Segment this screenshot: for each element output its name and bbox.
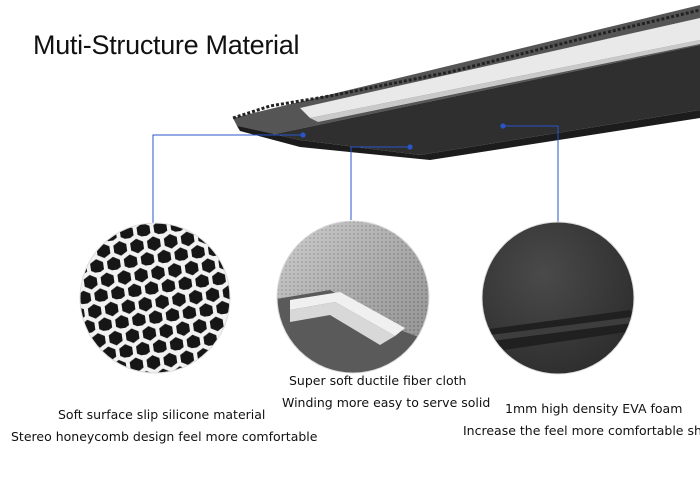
callout-dot-eva [500, 123, 506, 129]
callout-dot-fiber [407, 144, 413, 150]
eva-foam-caption: 1mm high density EVA foam Increase the f… [463, 398, 700, 442]
page-title: Muti-Structure Material [33, 30, 300, 60]
silicone-caption: Soft surface slip silicone material Ster… [11, 404, 317, 448]
fiber-cloth-image [276, 220, 430, 374]
callout-lines [152, 125, 559, 226]
wrap-strip [232, 5, 700, 160]
eva-caption-line-2: Increase the feel more comfortable shock [463, 423, 700, 438]
eva-caption-line-1: 1mm high density EVA foam [505, 401, 683, 416]
fiber-caption-line-1: Super soft ductile fiber cloth [289, 373, 467, 388]
fiber-caption-line-2: Winding more easy to serve solid [282, 395, 491, 410]
silicone-caption-line-1: Soft surface slip silicone material [58, 407, 266, 422]
callout-dot-silicone [300, 132, 306, 138]
fiber-cloth-caption: Super soft ductile fiber cloth Winding m… [282, 370, 490, 414]
silicone-honeycomb-image [79, 222, 231, 374]
silicone-caption-line-2: Stereo honeycomb design feel more comfor… [11, 429, 318, 444]
eva-foam-image [481, 221, 635, 375]
